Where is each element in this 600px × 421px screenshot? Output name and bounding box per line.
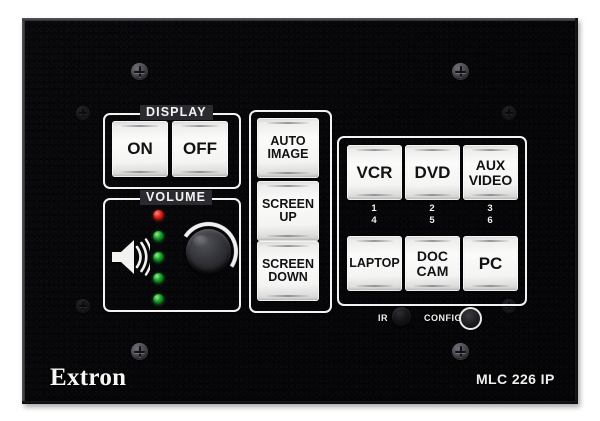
button-slot-top (471, 239, 510, 242)
button-slot-top (266, 122, 310, 125)
button-slot-top (120, 124, 160, 127)
source-doc-cam-button[interactable]: DOC CAM (405, 236, 460, 291)
source-laptop-label: LAPTOP (349, 256, 400, 270)
ir-sensor-label: IR (378, 313, 388, 323)
mounting-screw-bottom-right (452, 343, 469, 360)
source-number-5: 5 (429, 215, 435, 226)
button-slot-top (355, 239, 394, 242)
faceplate-edge-left (22, 18, 25, 404)
volume-knob-cap[interactable] (186, 229, 231, 274)
source-laptop-button[interactable]: LAPTOP (347, 236, 402, 291)
mounting-screw-bottom-left (131, 343, 148, 360)
faceplate-edge-right (575, 18, 578, 404)
button-slot-top (266, 185, 310, 188)
source-doc-cam-line1: DOC (416, 247, 449, 264)
config-port-label: CONFIG (424, 313, 462, 323)
display-on-label: ON (127, 139, 153, 159)
auto-image-label: AUTO IMAGE (267, 135, 310, 161)
model-number: MLC 226 IP (476, 371, 555, 387)
source-pc-label: PC (478, 253, 503, 273)
source-number-1: 1 (371, 203, 377, 214)
mounting-screw-top-right (452, 63, 469, 80)
button-slot-top (413, 239, 452, 242)
source-aux-video-line1: AUX (475, 156, 506, 173)
faceplate-edge-bottom (22, 401, 578, 404)
config-port[interactable] (459, 307, 482, 330)
faceplate-screw-right-upper (502, 106, 516, 120)
volume-led-5 (153, 294, 164, 305)
volume-knob[interactable] (173, 216, 244, 287)
faceplate-screw-left-upper (76, 106, 90, 120)
source-vcr-label: VCR (356, 162, 393, 182)
source-aux-video-label: AUX VIDEO (468, 158, 514, 187)
control-column-bezel (249, 110, 332, 313)
display-off-label: OFF (183, 139, 217, 159)
ir-sensor (392, 307, 411, 326)
source-pc-button[interactable]: PC (463, 236, 518, 291)
source-group-bezel (337, 136, 527, 306)
faceplate-screw-right-lower (502, 299, 516, 313)
volume-group-label: VOLUME (140, 190, 213, 205)
brand-logo: Extron (50, 364, 127, 391)
button-slot-top (355, 148, 394, 151)
display-on-button[interactable]: ON (112, 121, 168, 177)
screen-down-button[interactable]: SCREEN DOWN (257, 241, 319, 301)
source-number-3: 3 (487, 203, 493, 214)
source-doc-cam-label: DOC CAM (416, 249, 450, 278)
display-group-label: DISPLAY (140, 105, 213, 120)
button-slot-bottom (266, 294, 310, 297)
volume-led-2 (153, 231, 164, 242)
button-slot-bottom (180, 171, 220, 174)
source-doc-cam-line2: CAM (416, 262, 449, 279)
screen-up-line2: UP (279, 210, 297, 224)
button-slot-bottom (413, 285, 452, 288)
button-slot-top (413, 148, 452, 151)
display-off-button[interactable]: OFF (172, 121, 228, 177)
button-slot-bottom (355, 285, 394, 288)
source-number-2: 2 (429, 203, 435, 214)
auto-image-line2: IMAGE (267, 147, 309, 161)
speaker-icon (108, 235, 153, 279)
button-slot-bottom (471, 194, 510, 197)
button-slot-top (180, 124, 220, 127)
faceplate-edge-top (22, 18, 578, 21)
source-number-6: 6 (487, 215, 493, 226)
auto-image-button[interactable]: AUTO IMAGE (257, 118, 319, 178)
button-slot-bottom (266, 171, 310, 174)
screen-up-label: SCREEN UP (261, 198, 315, 224)
source-aux-video-button[interactable]: AUX VIDEO (463, 145, 518, 200)
source-dvd-label: DVD (414, 162, 451, 182)
screen-up-line1: SCREEN (261, 197, 315, 211)
source-aux-video-line2: VIDEO (468, 171, 513, 188)
screen-down-line2: DOWN (268, 270, 308, 284)
button-slot-bottom (471, 285, 510, 288)
source-vcr-button[interactable]: VCR (347, 145, 402, 200)
button-slot-bottom (413, 194, 452, 197)
button-slot-bottom (355, 194, 394, 197)
button-slot-top (266, 245, 310, 248)
faceplate-screw-left-lower (76, 299, 90, 313)
mounting-screw-top-left (131, 63, 148, 80)
volume-led-1 (153, 210, 164, 221)
volume-led-3 (153, 252, 164, 263)
button-slot-bottom (266, 234, 310, 237)
button-slot-top (471, 148, 510, 151)
screen-down-label: SCREEN DOWN (261, 258, 315, 284)
screen-up-button[interactable]: SCREEN UP (257, 181, 319, 241)
button-slot-bottom (120, 171, 160, 174)
source-number-4: 4 (371, 215, 377, 226)
volume-led-4 (153, 273, 164, 284)
screen-down-line1: SCREEN (261, 257, 315, 271)
auto-image-line1: AUTO (270, 134, 306, 148)
source-dvd-button[interactable]: DVD (405, 145, 460, 200)
